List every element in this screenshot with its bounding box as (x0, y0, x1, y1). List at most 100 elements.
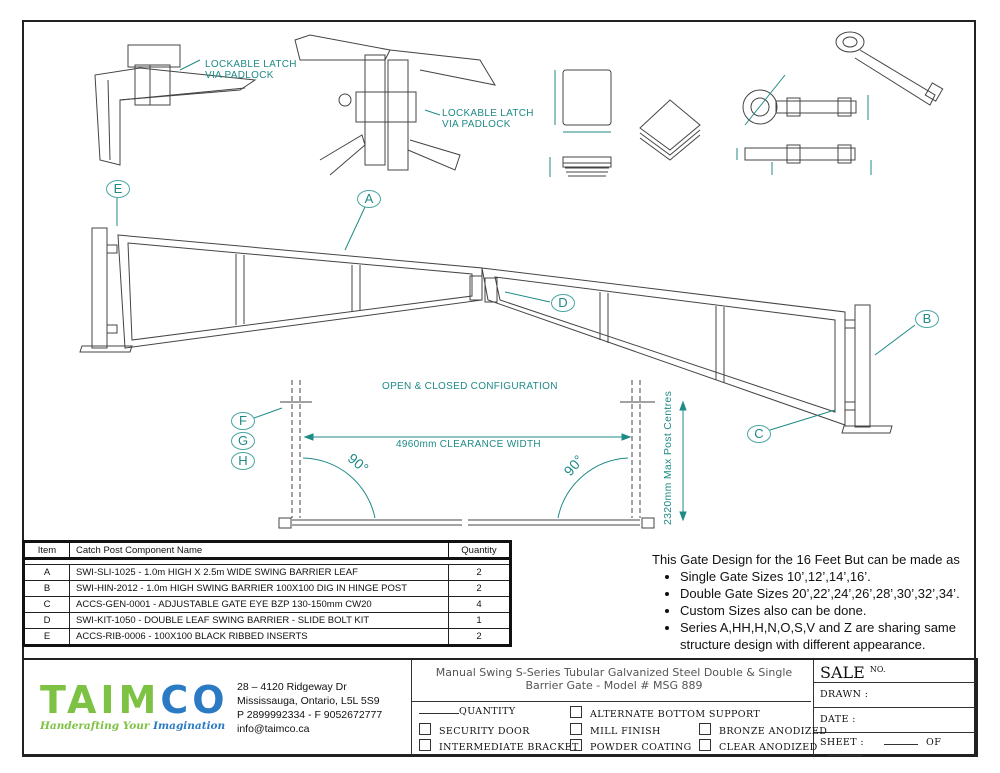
item: B (23, 580, 70, 597)
latch-label-line: VIA PADLOCK (442, 119, 511, 130)
phone-fax: P 2899992334 - F 9052672777 (237, 709, 383, 721)
address-line: 28 – 4120 Ridgeway Dr (237, 681, 347, 693)
sale-label: SALE (820, 663, 865, 682)
latch-label-line: VIA PADLOCK (205, 70, 274, 81)
note-item: Series A,HH,H,N,O,S,V and Z are sharing … (680, 619, 970, 653)
option-label: MILL FINISH (590, 726, 661, 737)
post-centres-label: 2320mm Max Post Centres (662, 390, 674, 525)
callout-a: A (357, 190, 381, 208)
note-item: Single Gate Sizes 10’,12’,14’,16’. (680, 568, 970, 585)
of-label: OF (926, 737, 942, 748)
option-clear-anodized[interactable]: CLEAR ANODIZED (699, 739, 818, 753)
drawn-field: DRAWN : (820, 689, 869, 700)
gate-eye-detail (736, 31, 944, 175)
logo-word-blue: CO (160, 678, 229, 722)
name: SWI-KIT-1050 - DOUBLE LEAF SWING BARRIER… (69, 612, 449, 629)
logo-tagline-green: Handerafting Your (40, 720, 150, 732)
name: SWI-SLI-1025 - 1.0m HIGH X 2.5m WIDE SWI… (69, 564, 449, 581)
checkbox[interactable] (699, 723, 711, 735)
address-line: Mississauga, Ontario, L5L 5S9 (237, 695, 380, 707)
notes-intro: This Gate Design for the 16 Feet But can… (652, 552, 960, 567)
option-alternate-bottom-support[interactable]: ALTERNATE BOTTOM SUPPORT (570, 706, 760, 720)
sheet-label: SHEET : (820, 737, 865, 748)
qty: 1 (448, 612, 511, 629)
latch-label-line: LOCKABLE LATCH (205, 59, 297, 70)
item: D (23, 612, 70, 629)
option-label: BRONZE ANODIZED (719, 726, 828, 737)
ribbed-insert-detail (549, 69, 701, 177)
date-field: DATE : (820, 714, 856, 725)
item: C (23, 596, 70, 613)
callout-c: C (747, 425, 771, 443)
checkbox[interactable] (419, 739, 431, 751)
checkbox[interactable] (570, 739, 582, 751)
taimco-logo: TAIMCO Handerafting Your Imagination (40, 681, 229, 732)
callout-e: E (106, 180, 130, 198)
callout-b: B (915, 310, 939, 328)
latch-detail-left (94, 44, 257, 166)
gate-leaf-right (481, 267, 846, 426)
company-address: 28 – 4120 Ridgeway Dr Mississauga, Ontar… (237, 680, 382, 736)
gate-leaf-left (117, 234, 483, 349)
col-item: Item (22, 540, 70, 560)
option-security-door[interactable]: SECURITY DOOR (419, 723, 530, 737)
name: SWI-HIN-2012 - 1.0m HIGH SWING BARRIER 1… (69, 580, 449, 597)
note-item: Custom Sizes also can be done. (680, 602, 970, 619)
callout-h: H (231, 452, 255, 470)
email: info@taimco.ca (237, 723, 310, 735)
name: ACCS-GEN-0001 - ADJUSTABLE GATE EYE BZP … (69, 596, 449, 613)
drawing-title: Manual Swing S-Series Tubular Galvanized… (435, 666, 793, 692)
title-block: TAIMCO Handerafting Your Imagination 28 … (22, 658, 978, 757)
sheet-field: SHEET : OF (820, 737, 976, 759)
quantity-field[interactable]: QUANTITY (419, 706, 516, 717)
option-mill-finish[interactable]: MILL FINISH (570, 723, 661, 737)
callout-d: D (551, 294, 575, 312)
clearance-width-label: 4960mm CLEARANCE WIDTH (396, 439, 541, 450)
qty: 2 (448, 580, 511, 597)
callout-f: F (231, 412, 255, 430)
latch-detail-center (294, 34, 497, 176)
left-hinge-post (79, 227, 133, 353)
option-intermediate-bracket[interactable]: INTERMEDIATE BRACKET (419, 739, 579, 753)
col-name: Catch Post Component Name (69, 540, 449, 560)
option-label: SECURITY DOOR (439, 726, 530, 737)
checkbox[interactable] (570, 706, 582, 718)
config-title: OPEN & CLOSED CONFIGURATION (382, 381, 558, 392)
option-label: INTERMEDIATE BRACKET (439, 742, 579, 753)
option-label: CLEAR ANODIZED (719, 742, 818, 753)
sale-no-field: SALE NO. (820, 663, 886, 682)
item: E (23, 628, 70, 646)
design-notes: This Gate Design for the 16 Feet But can… (652, 551, 970, 653)
quantity-label: QUANTITY (459, 706, 516, 717)
option-label: POWDER COATING (590, 742, 692, 753)
checkbox[interactable] (699, 739, 711, 751)
latch-label-left: LOCKABLE LATCH VIA PADLOCK (205, 59, 297, 81)
logo-word-green: TAIM (40, 678, 161, 722)
bill-of-materials: Item Catch Post Component Name Quantity … (22, 540, 512, 647)
note-item: Double Gate Sizes 20’,22’,24’,26’,28’,30… (680, 585, 970, 602)
col-quantity: Quantity (448, 540, 512, 560)
sale-no-label: NO. (869, 665, 886, 674)
logo-tagline-blue: Imagination (153, 720, 226, 732)
qty: 4 (448, 596, 511, 613)
name: ACCS-RIB-0006 - 100X100 BLACK RIBBED INS… (69, 628, 449, 646)
option-label: ALTERNATE BOTTOM SUPPORT (590, 709, 761, 720)
callout-g: G (231, 432, 255, 450)
qty: 2 (448, 564, 511, 581)
qty: 2 (448, 628, 511, 646)
checkbox[interactable] (419, 723, 431, 735)
callout-leaders (116, 198, 916, 431)
latch-label-center: LOCKABLE LATCH VIA PADLOCK (442, 108, 534, 130)
latch-label-line: LOCKABLE LATCH (442, 108, 534, 119)
option-powder-coating[interactable]: POWDER COATING (570, 739, 692, 753)
option-bronze-anodized[interactable]: BRONZE ANODIZED (699, 723, 827, 737)
checkbox[interactable] (570, 723, 582, 735)
right-hinge-post (841, 304, 893, 434)
configuration-plan (278, 380, 687, 529)
item: A (23, 564, 70, 581)
